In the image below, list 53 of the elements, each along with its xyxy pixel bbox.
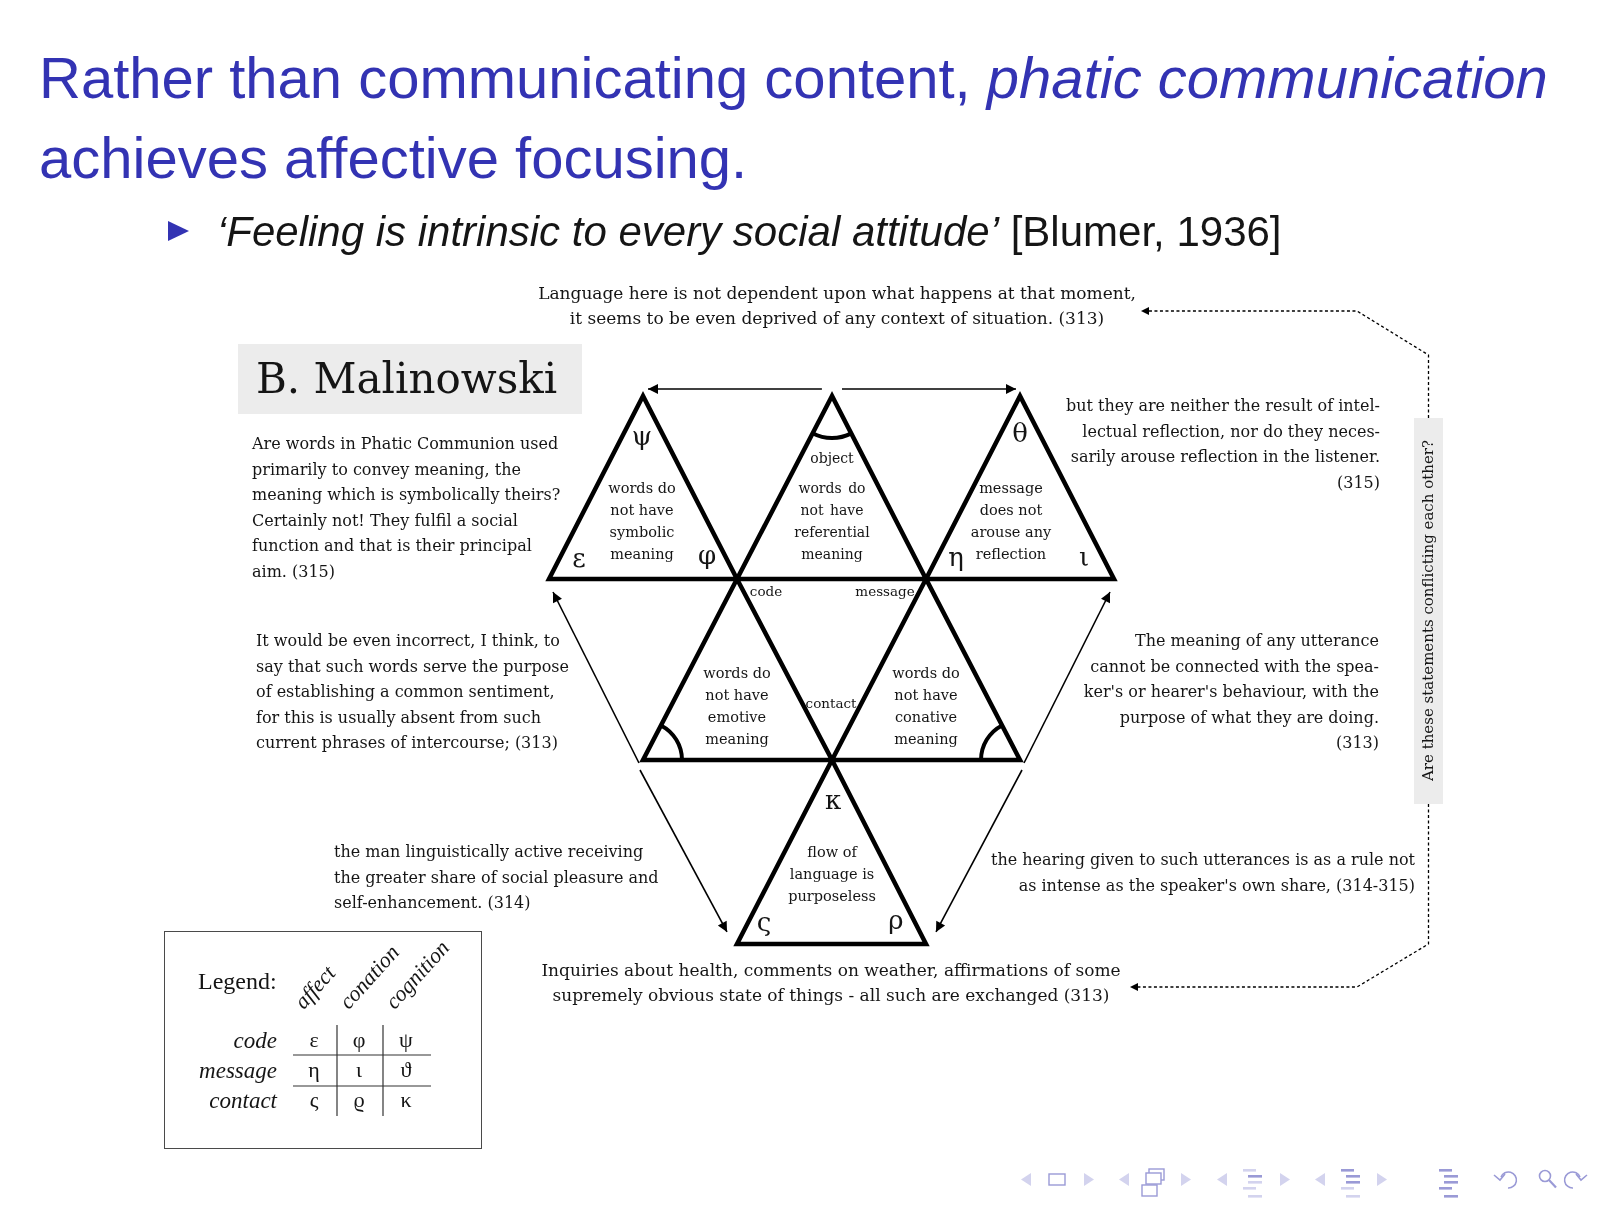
triangle-text: words do not have symbolic meaning	[607, 479, 677, 564]
greek-letter: θ	[1012, 420, 1028, 448]
quote-text: but they are neither the result of intel- lectual reflection, nor do they neces- sarily arouse reflection in the listener. (315)	[1065, 395, 1380, 494]
quote-text: Are words in Phatic Communion used primarily to convey meaning, the meaning which is symbolically theirs? Certainly not! They fulfil a social function and that is their principal aim. (315)	[252, 433, 562, 583]
triangle-text: flow of language is purposeless	[787, 843, 877, 906]
dotted-arrow	[1129, 803, 1430, 991]
slide-title: Rather than communicating content, phatic communication achieves affective focusing.	[39, 44, 1549, 192]
corner-label: code	[749, 582, 783, 600]
arrow	[639, 769, 728, 933]
greek-letter: ς	[756, 909, 772, 937]
row-heading: message	[199, 1056, 277, 1085]
greek-symbol: φ	[352, 1026, 366, 1054]
greek-symbol: η	[308, 1056, 320, 1084]
greek-letter: ι	[1078, 544, 1090, 572]
greek-letter: η	[948, 544, 964, 572]
greek-letter: φ	[697, 542, 717, 570]
greek-letter: ρ	[888, 907, 904, 935]
bullet-text: ‘Feeling is intrinsic to every social attitude’ [Blumer, 1936]	[217, 206, 1282, 257]
triangle-text: words do not have referential meaning	[793, 479, 871, 564]
arrow	[647, 384, 823, 394]
corner-label: contact	[805, 694, 857, 712]
quote-text: Inquiries about health, comments on weather, affirmations of some supremely obvious state of things - all such are exchanged (313)	[536, 958, 1126, 1008]
greek-symbol: ε	[309, 1026, 319, 1054]
arrow	[935, 769, 1023, 933]
triangle-text: words do not have emotive meaning	[702, 664, 772, 749]
corner-label: object	[810, 450, 854, 466]
row-heading: code	[233, 1026, 277, 1055]
triangle-text: words do not have conative meaning	[891, 664, 961, 749]
quote-text: The meaning of any utterance cannot be connected with the spea- ker's or hearer's behaviour, with the purpose of what they are doing. (313)	[1083, 630, 1379, 754]
greek-symbol: ι	[356, 1056, 362, 1084]
row-heading: contact	[209, 1086, 277, 1115]
arrow	[841, 384, 1017, 394]
arrow	[1023, 591, 1111, 764]
quote-text: the man linguistically active receiving the greater share of social pleasure and self-enhancement. (314)	[334, 841, 660, 914]
greek-symbol: κ	[400, 1086, 412, 1114]
greek-letter: ψ	[631, 423, 653, 451]
quote-text: It would be even incorrect, I think, to say that such words serve the purpose of establishing a common sentiment, for this is usually absent from such current phrases of intercourse; (313)	[256, 630, 570, 754]
greek-letter: ε	[572, 545, 586, 573]
greek-symbol: ψ	[399, 1026, 413, 1054]
arrow	[552, 591, 640, 764]
triangle-text: message does not arouse any reflection	[969, 479, 1053, 564]
quote-text: the hearing given to such utterances is as a rule not as intense as the speaker's own share, (314-315)	[990, 849, 1415, 897]
greek-symbol: ς	[309, 1086, 319, 1114]
greek-symbol: ϑ	[400, 1056, 412, 1084]
legend-heading: Legend:	[198, 967, 277, 996]
legend-frame	[164, 931, 482, 1149]
dotted-arrow	[1140, 307, 1430, 419]
greek-symbol: ϱ	[353, 1086, 365, 1114]
greek-letter: κ	[824, 787, 842, 815]
question-banner: Are these statements conflicting each other?	[1414, 418, 1443, 804]
corner-label: message	[855, 582, 915, 600]
quote-text: Language here is not dependent upon what happens at that moment, it seems to be even deprived of any context of situation. (313)	[537, 281, 1137, 331]
name-banner: B. Malinowski	[238, 344, 582, 414]
